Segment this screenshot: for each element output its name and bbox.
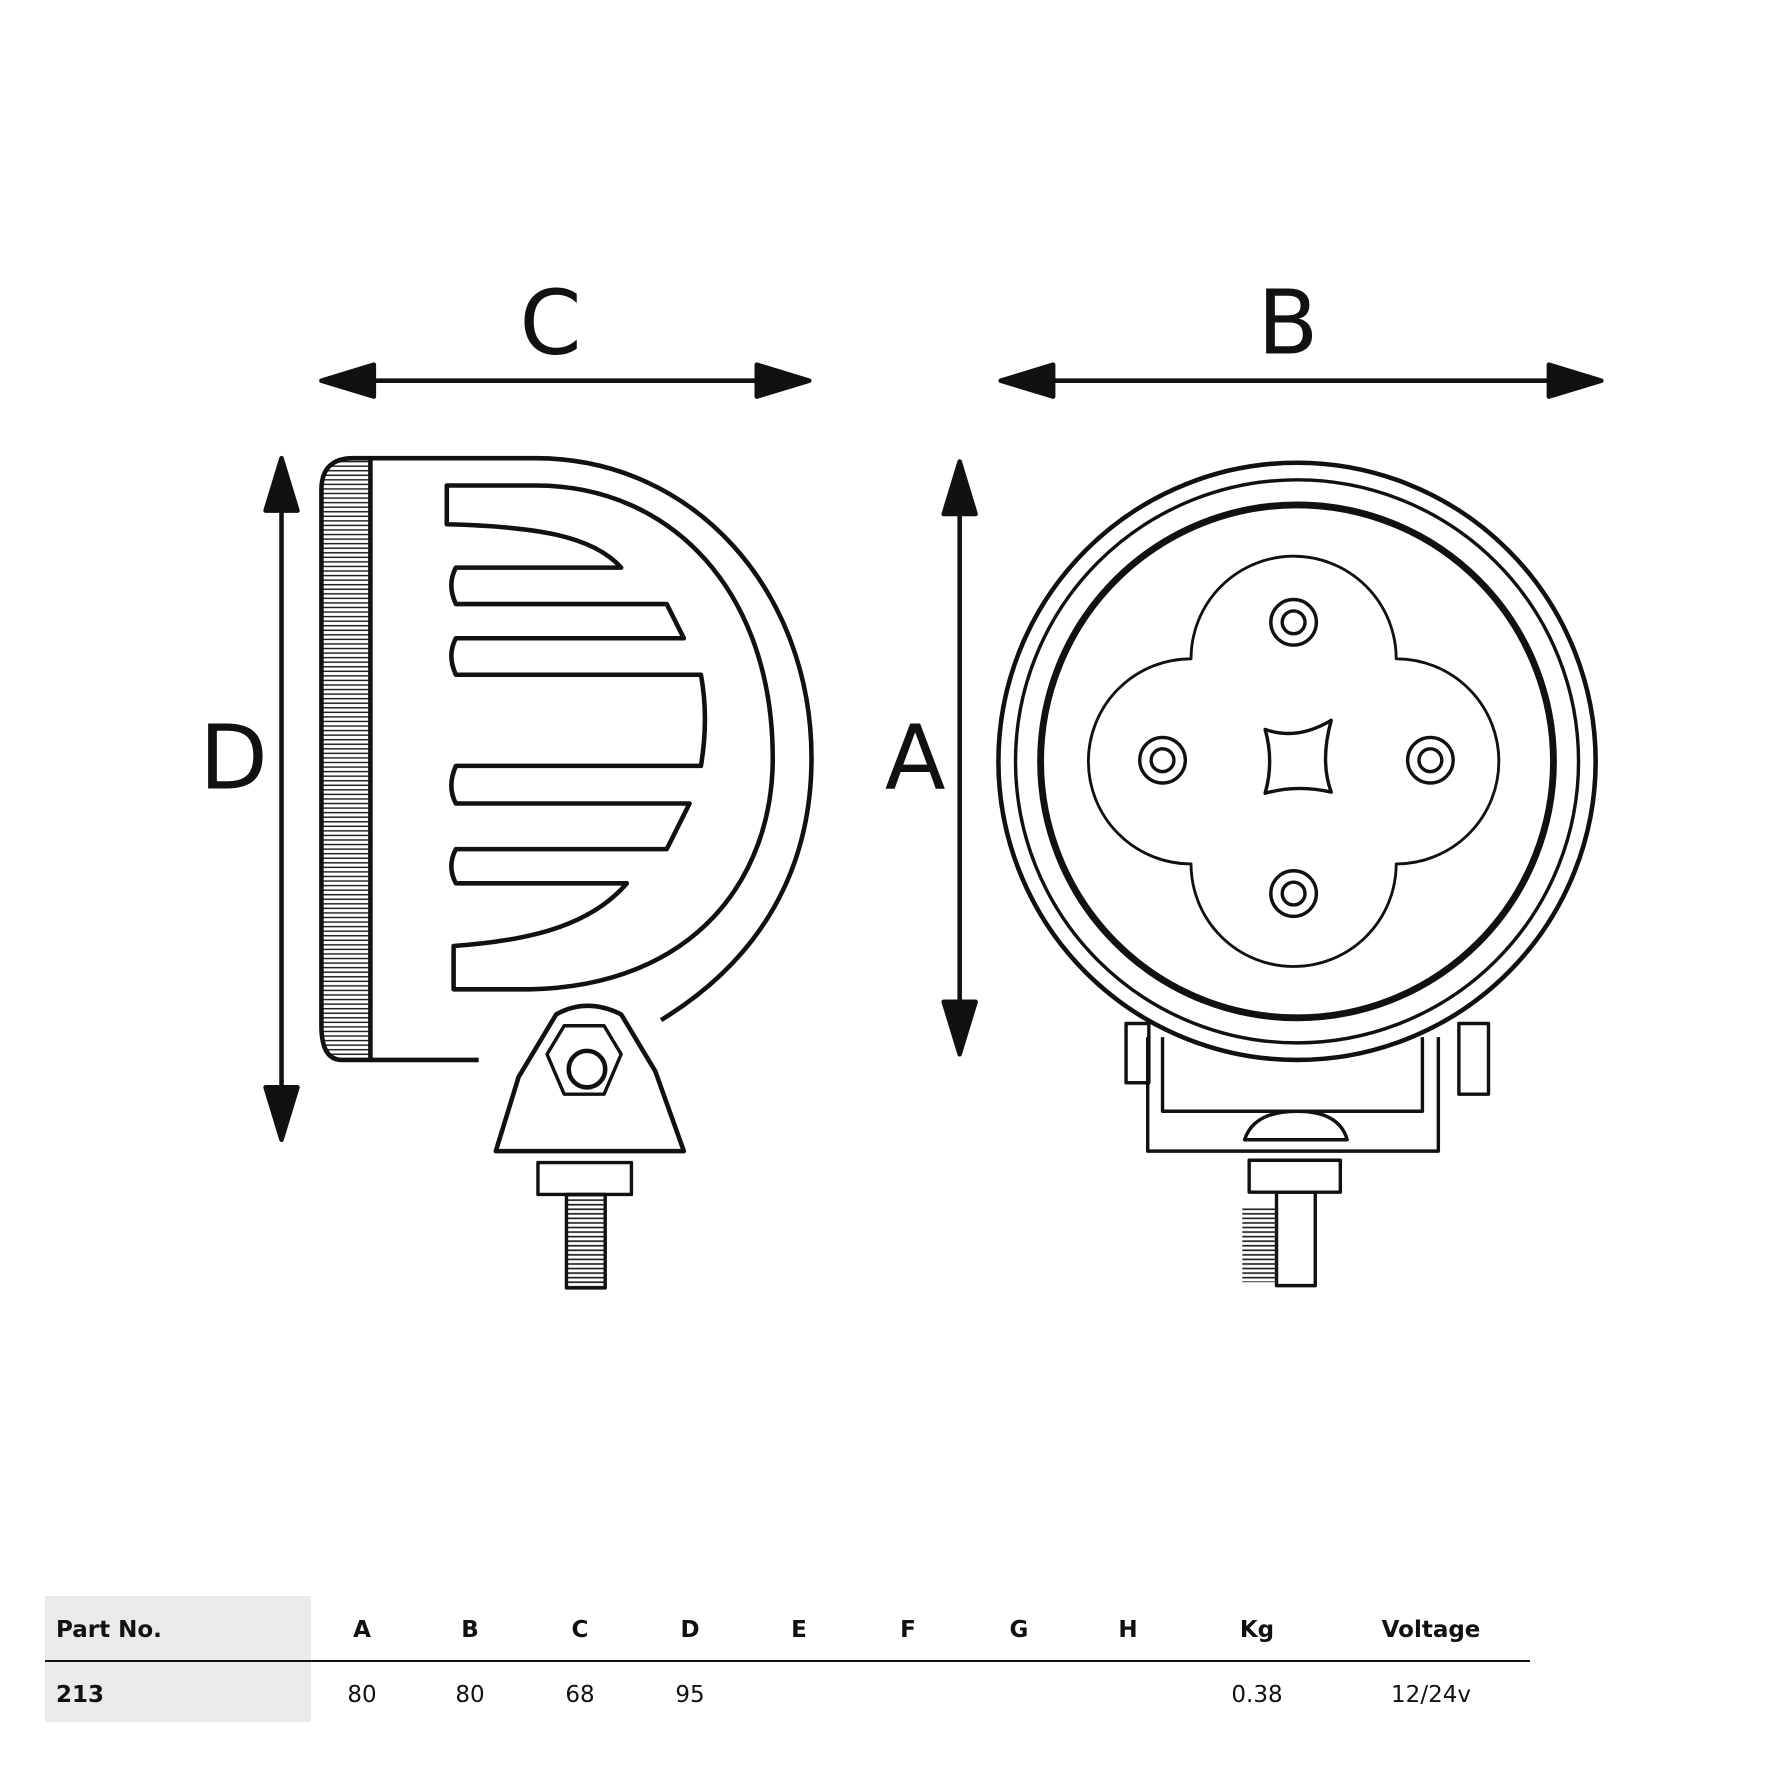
header-c: C [571,1617,589,1643]
header-f: F [900,1617,916,1643]
header-d: D [680,1617,700,1643]
part-number-column-bg [45,1596,311,1722]
header-kg: Kg [1239,1617,1275,1643]
header-voltage: Voltage [1381,1617,1481,1643]
dimension-a-label: A [885,706,946,810]
dimension-b-label: B [1257,270,1318,374]
front-view [996,460,1598,1288]
cell-c: 68 [565,1682,595,1708]
cell-kg: 0.38 [1231,1682,1283,1708]
dimension-d-label: D [199,706,267,810]
dimension-b-arrow [998,362,1604,399]
table-header-divider [45,1660,1530,1662]
side-view [319,455,814,1290]
header-g: G [1009,1617,1029,1643]
cell-d: 95 [675,1682,705,1708]
header-b: B [461,1617,479,1643]
dimension-c-arrow [319,362,812,399]
cell-a: 80 [347,1682,377,1708]
cell-voltage: 12/24v [1391,1682,1471,1708]
cell-b: 80 [455,1682,485,1708]
header-a: A [353,1617,371,1643]
header-part-no: Part No. [56,1617,162,1643]
dimension-c-label: C [519,270,581,374]
dimension-d-arrow [263,455,300,1143]
header-h: H [1118,1617,1138,1643]
dimension-a-arrow [941,459,978,1057]
header-e: E [791,1617,807,1643]
cell-part-no: 213 [56,1682,105,1708]
